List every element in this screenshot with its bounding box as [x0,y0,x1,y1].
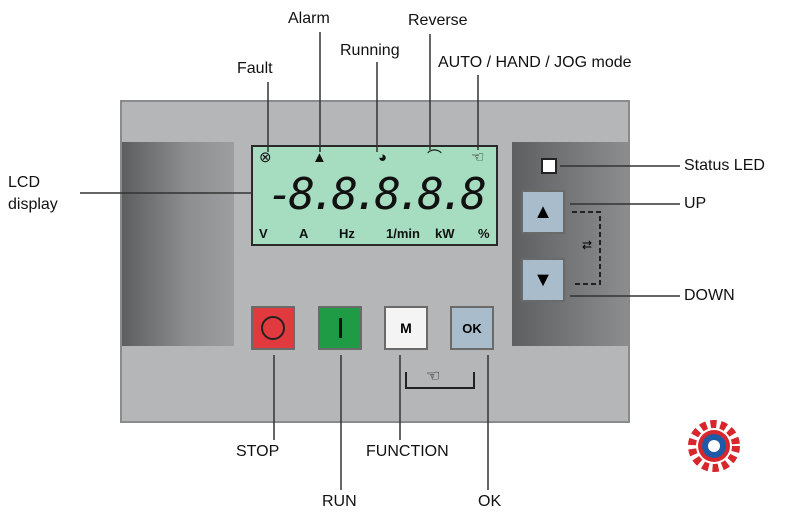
unit-kw: kW [435,226,455,241]
unit-a: A [299,226,309,241]
lcd-display: ⊗ ▲ ◕ ⌒ ☜ -8.8.8.8.8 V A Hz 1/min kW % [251,145,498,246]
status-led-label: Status LED [684,157,765,174]
reverse-label: Reverse [408,12,468,29]
running-label: Running [340,42,400,59]
stop-icon [261,316,285,340]
function-label: FUNCTION [366,443,449,460]
down-label: DOWN [684,287,735,304]
ok-label: OK [478,493,502,510]
lcd-label: LCD [8,174,41,191]
unit-percent: % [478,226,490,241]
hand-mode-icon: ☜ [471,149,485,166]
mode-toggle-icon: ⇄ [582,238,593,252]
run-label: RUN [322,493,357,510]
up-label: UP [684,195,707,212]
panel-left-recess [122,142,234,346]
stop-label: STOP [236,443,280,460]
unit-v: V [259,226,268,241]
stop-button[interactable] [251,306,295,350]
down-button[interactable]: ▼ [521,258,565,302]
up-button[interactable]: ▲ [521,190,565,234]
gear-logo-icon [688,420,740,472]
fault-label: Fault [237,60,273,77]
mode-label: AUTO / HAND / JOG mode [438,54,632,71]
lcd-label-2: display [8,196,58,213]
hand-icon: ☜ [426,368,441,385]
status-led [541,158,557,174]
alarm-label: Alarm [288,10,330,27]
alarm-icon: ▲ [312,149,327,166]
reverse-icon: ⌒ [427,149,443,166]
unit-rpm: 1/min [386,226,420,241]
ok-button[interactable]: OK [450,306,494,350]
run-button[interactable] [318,306,362,350]
nic-sanat-logo [634,420,754,500]
lcd-reading: -8.8.8.8.8 [267,169,487,220]
panel-right-recess [512,142,628,346]
run-icon [338,318,342,338]
running-icon: ◕ [378,149,388,166]
function-button[interactable]: M [384,306,428,350]
unit-hz: Hz [339,226,355,241]
fault-icon: ⊗ [259,149,272,166]
